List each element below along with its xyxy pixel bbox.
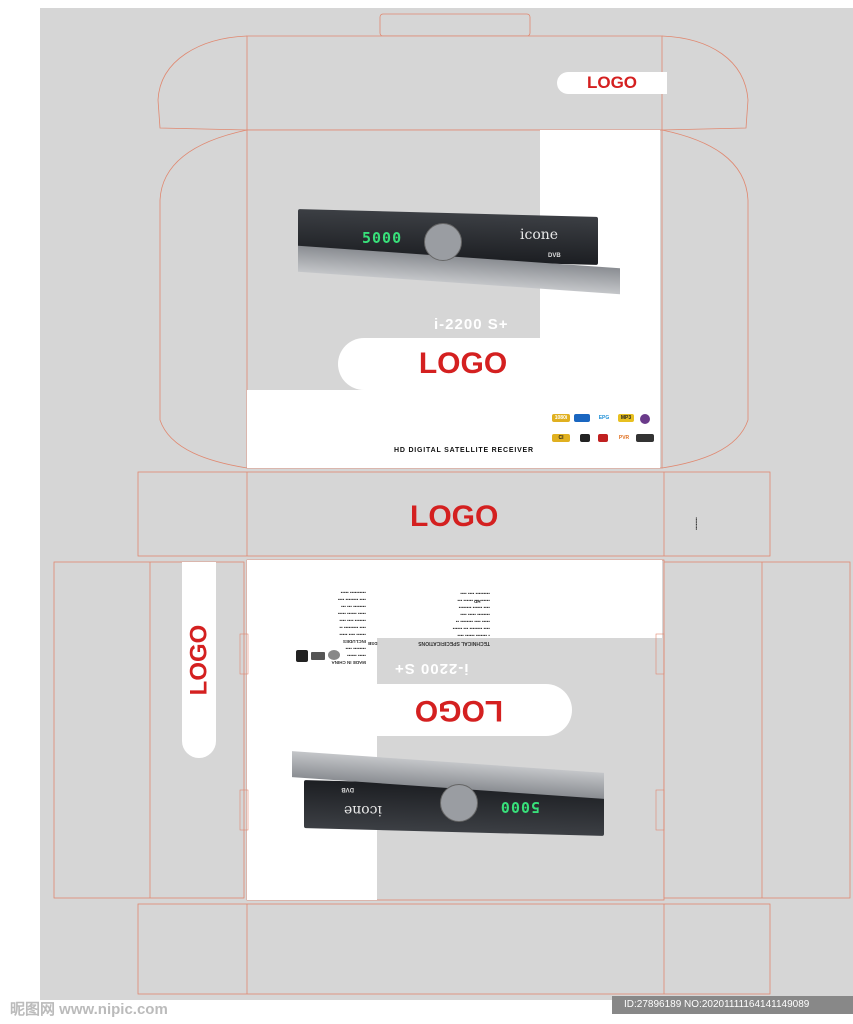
back-nav-pad bbox=[440, 784, 478, 822]
band-side-text: ▪▪▪▪▪▪▪▪ bbox=[693, 517, 699, 530]
bottom-flap bbox=[137, 903, 771, 995]
badge-ci: CI bbox=[552, 434, 570, 442]
back-dsb-label: DSB bbox=[368, 641, 378, 646]
badge-blue bbox=[574, 414, 590, 422]
badge-1080i: 1080i bbox=[552, 414, 570, 422]
front-logo: LOGO bbox=[418, 347, 508, 380]
watermark-right: ID:27896189 NO:20201111164141149089 bbox=[624, 999, 810, 1010]
front-nav-pad bbox=[424, 223, 462, 261]
top-tab bbox=[379, 13, 531, 37]
side-logo-pill: LOGO bbox=[182, 562, 216, 758]
badge-red bbox=[598, 434, 608, 442]
front-logo-pill: LOGO bbox=[338, 338, 558, 390]
back-spec-block: TECHNICAL SPECIFICATIONS ▪ ▪▪▪▪▪▪▪ ▪▪▪▪▪… bbox=[380, 568, 490, 646]
watermark-footer: 昵图网 www.nipic.com ID:27896189 NO:2020111… bbox=[0, 996, 853, 1024]
top-flap-left-ear bbox=[157, 35, 248, 131]
front-white-lower bbox=[247, 390, 660, 468]
back-logo-pill: LOGO bbox=[376, 684, 572, 736]
badge-black bbox=[580, 434, 590, 442]
front-brand-label: icone bbox=[520, 227, 559, 243]
front-model-label: i-2200 S+ bbox=[434, 316, 509, 333]
back-logo: LOGO bbox=[414, 694, 504, 727]
back-lcd-display: 5000 bbox=[499, 798, 540, 816]
badge-dark bbox=[636, 434, 654, 442]
back-small-logos bbox=[296, 650, 348, 664]
back-receiver-image: 5000 icone DVB bbox=[288, 751, 604, 840]
badge-epg: EPG bbox=[594, 414, 614, 422]
back-hd-label: HD bbox=[474, 599, 481, 604]
top-flap-logo: LOGO bbox=[586, 73, 638, 92]
front-left-side-flap bbox=[159, 129, 248, 469]
back-model-label: i-2200 S+ bbox=[394, 660, 469, 677]
back-white-upper bbox=[247, 560, 662, 638]
badge-purple bbox=[640, 414, 650, 424]
front-lcd-display: 5000 bbox=[362, 229, 403, 247]
watermark-left: 昵图网 www.nipic.com bbox=[10, 1001, 168, 1018]
front-tagline: HD DIGITAL SATELLITE RECEIVER bbox=[394, 447, 534, 454]
back-tech-title: TECHNICAL SPECIFICATIONS bbox=[418, 640, 490, 646]
front-dvb-mark: DVB bbox=[548, 253, 561, 259]
back-includes-title: INCLUDES bbox=[342, 639, 366, 644]
front-right-side-flap bbox=[661, 129, 749, 469]
badge-pvr: PVR bbox=[616, 434, 632, 442]
middle-band bbox=[137, 471, 771, 557]
top-flap-logo-pill: LOGO bbox=[557, 72, 667, 94]
front-receiver-image: 5000 icone DVB bbox=[298, 205, 624, 295]
back-brand-label: icone bbox=[343, 802, 382, 818]
feature-badge-group: 1080i EPG MP3 CI PVR bbox=[550, 414, 660, 448]
band-logo: LOGO bbox=[410, 500, 499, 533]
side-logo: LOGO bbox=[185, 624, 213, 696]
top-flap-right-ear bbox=[661, 35, 749, 131]
badge-mp3: MP3 bbox=[618, 414, 634, 422]
watermark-right-box bbox=[612, 996, 853, 1014]
back-dvb-mark: DVB bbox=[341, 786, 354, 792]
right-side-panel bbox=[663, 561, 851, 899]
